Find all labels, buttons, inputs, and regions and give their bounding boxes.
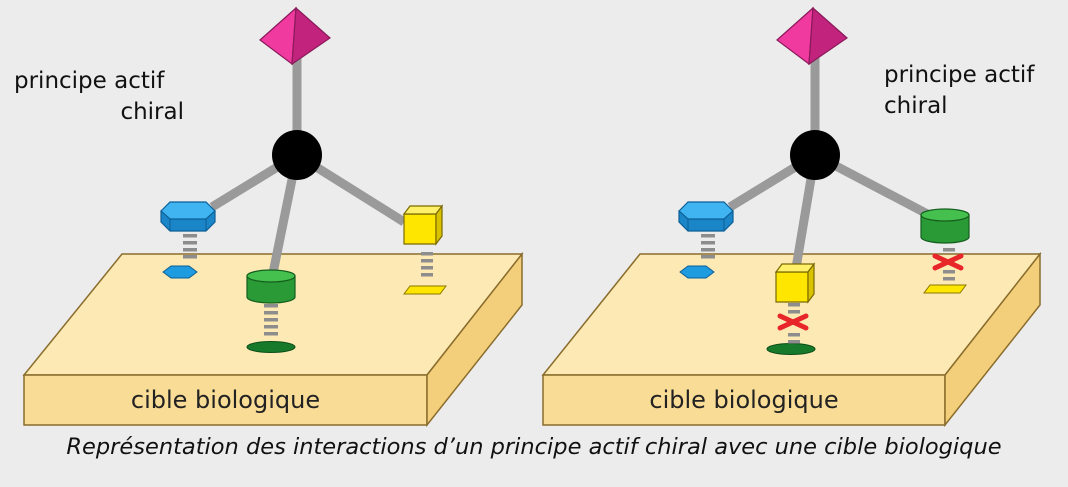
interaction-springs-left — [183, 234, 433, 336]
cylinder-group-right — [920, 208, 970, 244]
cube-site-right — [923, 284, 967, 294]
hexagon-site-right — [679, 265, 715, 279]
center-atom-left — [272, 130, 322, 180]
molecule-label-right-line2: chiral — [884, 93, 948, 119]
molecule-label-left-line2: chiral — [120, 99, 184, 125]
target-label-right: cible biologique — [649, 386, 839, 414]
hexagon-group-right — [678, 201, 734, 232]
molecule-label-left: principe actif chiral — [14, 66, 184, 128]
molecule-label-left-line1: principe actif — [14, 68, 165, 94]
hexagon-group-left — [160, 201, 216, 232]
cube-group-right — [774, 262, 816, 304]
cylinder-site-right — [766, 343, 816, 355]
right-panel — [541, 6, 1042, 428]
cylinder-group-left — [246, 269, 296, 304]
cube-site-left — [403, 285, 447, 295]
target-label-left: cible biologique — [130, 386, 321, 414]
molecule-label-right: principe actif chiral — [884, 60, 1064, 122]
center-atom-right — [790, 130, 840, 180]
red-cross-icon — [777, 313, 809, 331]
pyramid-group-left — [259, 6, 331, 66]
molecule-label-right-line1: principe actif — [884, 62, 1035, 88]
left-panel — [22, 6, 524, 428]
cube-group-left — [402, 204, 444, 246]
figure-caption: Représentation des interactions d’un pri… — [66, 434, 1002, 460]
hexagon-site-left — [162, 265, 198, 279]
red-cross-icon — [932, 253, 964, 271]
target-platform-right — [541, 251, 1042, 428]
interaction-springs-right — [701, 234, 955, 344]
cylinder-site-left — [246, 341, 296, 353]
pyramid-group-right — [776, 6, 848, 66]
